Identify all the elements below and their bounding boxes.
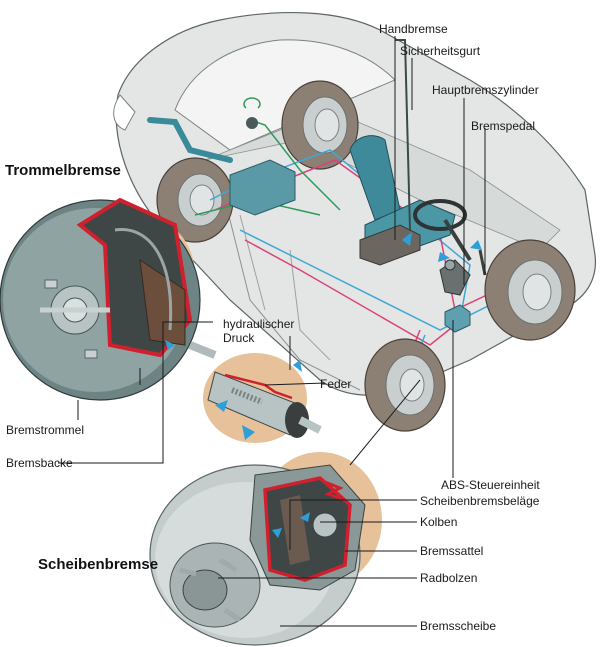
label-bremstrommel: Bremstrommel <box>6 423 85 437</box>
abs-control-unit <box>444 304 471 333</box>
brake-pedal <box>478 249 487 276</box>
label-bremsscheibe: Bremsscheibe <box>420 619 497 633</box>
front-left-wheel <box>364 338 446 432</box>
rear-right-wheel <box>281 80 359 170</box>
drum-brake <box>0 197 201 401</box>
label-radbolzen: Radbolzen <box>420 571 478 585</box>
label-kolben: Kolben <box>420 515 458 529</box>
title-scheibenbremse: Scheibenbremse <box>38 556 159 573</box>
title-trommelbremse: Trommelbremse <box>5 162 121 179</box>
label-hydraulischer-druck-line2: Druck <box>223 331 255 345</box>
label-handbremse: Handbremse <box>379 22 448 36</box>
label-scheibenbremsbelaege: Scheibenbremsbeläge <box>420 494 540 508</box>
driver-seat <box>349 39 456 266</box>
rear-left-wheel <box>156 157 234 243</box>
label-abs-steuereinheit: ABS-Steuereinheit <box>441 478 540 492</box>
label-feder: Feder <box>320 377 352 391</box>
label-bremsbacke: Bremsbacke <box>6 456 73 470</box>
front-right-wheel <box>484 239 576 341</box>
label-bremssattel: Bremssattel <box>420 544 484 558</box>
label-hydraulischer-druck-line1: hydraulischer <box>223 317 295 331</box>
label-hauptbremszylinder: Hauptbremszylinder <box>432 83 539 97</box>
rear-brake-regulator <box>229 159 296 216</box>
leader-lines <box>58 36 486 627</box>
force-arrows-car <box>402 232 482 262</box>
master-cylinder <box>439 259 471 296</box>
wheel-cylinder-detail <box>188 341 322 443</box>
handbrake-cable-pulley <box>243 97 261 129</box>
label-bremspedal: Bremspedal <box>471 119 536 133</box>
disc-brake <box>149 452 382 646</box>
steering-wheel <box>413 199 472 262</box>
label-sicherheitsgurt: Sicherheitsgurt <box>400 44 481 58</box>
